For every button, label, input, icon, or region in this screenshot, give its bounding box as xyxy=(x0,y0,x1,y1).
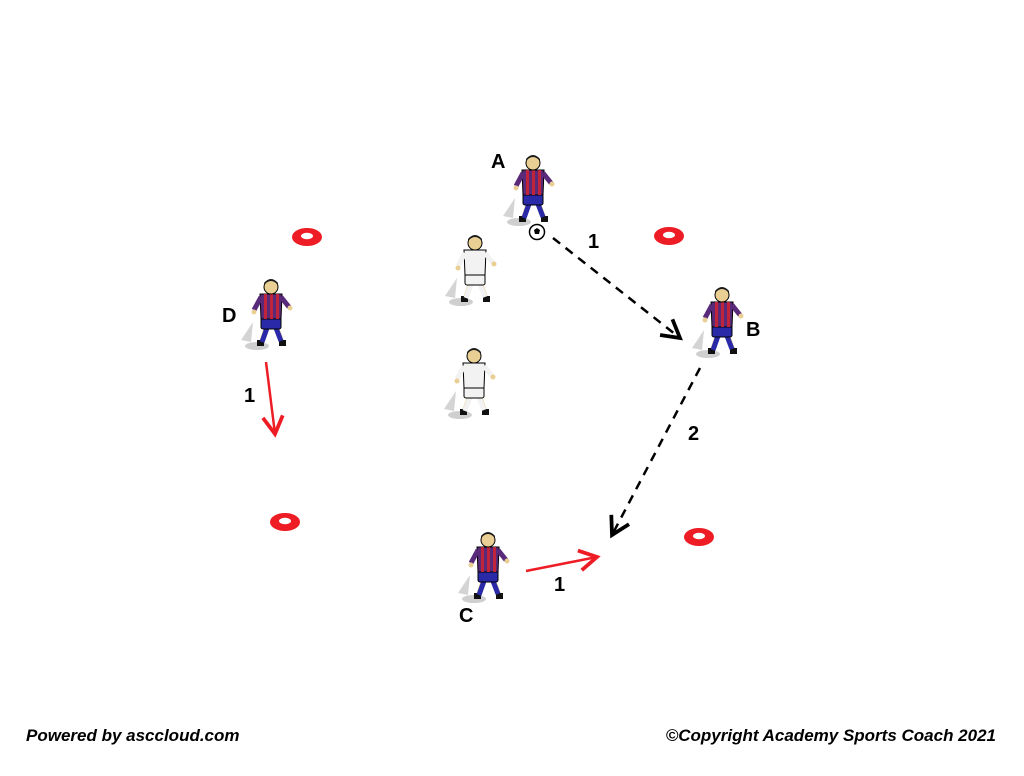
footer-powered-by: Powered by asccloud.com xyxy=(26,726,240,745)
run-arrow-d xyxy=(261,361,285,438)
step-label-pass-b-to-c: 2 xyxy=(688,423,699,445)
player-a xyxy=(503,155,555,226)
player-label-b: B xyxy=(746,319,760,341)
player-label-c: C xyxy=(459,605,473,627)
defender-player-2 xyxy=(444,348,496,419)
player-d xyxy=(241,279,293,350)
defender-player-1 xyxy=(445,235,497,306)
step-label-run-d: 1 xyxy=(244,385,255,407)
player-label-a: A xyxy=(491,151,505,173)
pass-arrow-a-to-b xyxy=(552,237,683,341)
player-b xyxy=(692,287,744,358)
ball-icon xyxy=(528,223,546,241)
run-arrow-c xyxy=(525,548,601,573)
step-label-pass-a-to-b: 1 xyxy=(588,231,599,253)
cone-bottom-left xyxy=(270,513,300,531)
cone-bottom-right xyxy=(684,528,714,546)
pass-arrow-b-to-c xyxy=(609,367,702,539)
player-c xyxy=(458,532,510,603)
cone-top-left xyxy=(292,228,322,246)
footer-copyright: ©Copyright Academy Sports Coach 2021 xyxy=(665,726,996,745)
step-label-run-c: 1 xyxy=(554,574,565,596)
cone-top-right xyxy=(654,227,684,245)
player-label-d: D xyxy=(222,305,236,327)
